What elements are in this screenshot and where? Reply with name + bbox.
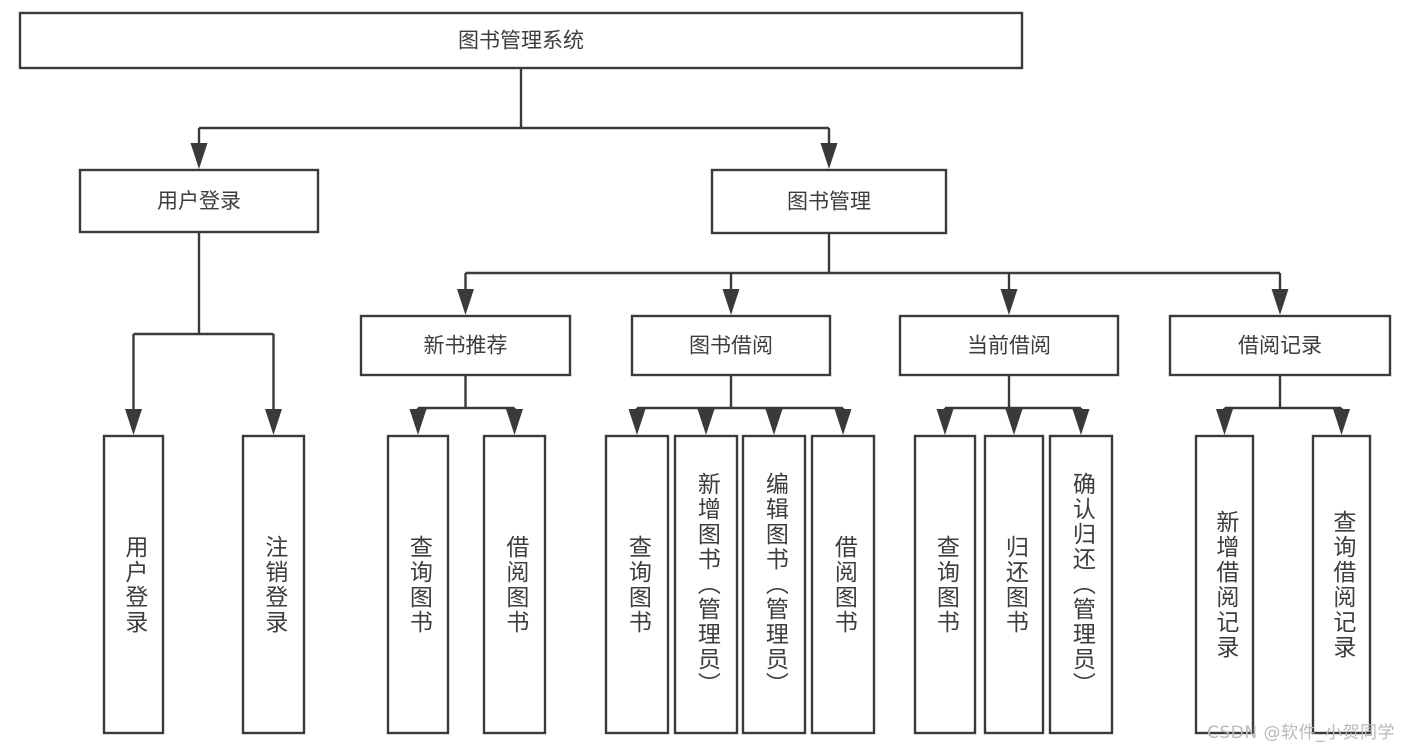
- arrow-head-records: [1271, 289, 1289, 315]
- arrow-head-records-1: [1216, 409, 1233, 435]
- arrow-head-records-2: [1333, 409, 1350, 435]
- arrow-head-login-2: [265, 409, 282, 435]
- node-box-login-1[interactable]: [102, 434, 165, 735]
- arrow-head-borrow-1: [628, 409, 646, 435]
- arrow-head-current: [1000, 289, 1018, 315]
- node-box-newbook-2[interactable]: [482, 434, 547, 735]
- node-box-layer: [18, 11, 1392, 735]
- node-label-login: 用户登录: [157, 189, 241, 213]
- node-label-newbook: 新书推荐: [424, 334, 508, 358]
- node-box-borrow-4[interactable]: [810, 434, 876, 735]
- node-box-newbook-1[interactable]: [386, 434, 450, 735]
- arrow-head-current-1: [936, 409, 954, 435]
- node-box-current-1[interactable]: [913, 434, 977, 735]
- arrow-head-newbook-2: [506, 409, 523, 435]
- node-box-root[interactable]: [18, 11, 1024, 70]
- arrow-head-current-3: [1072, 409, 1090, 435]
- node-box-bookmgmt[interactable]: [710, 168, 948, 235]
- node-box-borrow-2[interactable]: [673, 434, 739, 735]
- node-label-current: 当前借阅: [967, 334, 1051, 358]
- arrow-head-bookmgmt: [820, 143, 838, 169]
- node-box-login[interactable]: [78, 168, 320, 234]
- arrow-head-borrow-3: [765, 409, 783, 435]
- node-box-newbook[interactable]: [359, 314, 572, 377]
- node-box-login-2[interactable]: [241, 434, 306, 735]
- node-label-borrow: 图书借阅: [689, 334, 773, 358]
- node-box-current-3[interactable]: [1048, 434, 1114, 735]
- node-box-records[interactable]: [1168, 314, 1392, 377]
- arrow-head-borrow-2: [697, 409, 715, 435]
- arrow-head-borrow: [722, 289, 740, 315]
- node-box-records-1[interactable]: [1194, 434, 1255, 735]
- node-label-records: 借阅记录: [1238, 334, 1322, 358]
- arrow-head-current-2: [1005, 409, 1023, 435]
- arrow-head-newbook-1: [409, 409, 427, 435]
- node-box-records-2[interactable]: [1311, 434, 1372, 735]
- arrow-head-newbook: [457, 289, 474, 315]
- node-box-current-2[interactable]: [983, 434, 1045, 735]
- arrow-head-login-1: [125, 409, 142, 435]
- node-label-bookmgmt: 图书管理: [787, 190, 871, 214]
- node-box-borrow[interactable]: [630, 314, 832, 377]
- arrow-head-borrow-4: [834, 409, 852, 435]
- watermark-text: CSDN @软件_小贺同学: [1207, 723, 1395, 743]
- connector-layer: [125, 68, 1350, 435]
- node-label-root: 图书管理系统: [458, 29, 584, 53]
- node-box-current[interactable]: [898, 314, 1120, 377]
- node-box-borrow-3[interactable]: [741, 434, 807, 735]
- arrow-head-login: [190, 143, 208, 169]
- node-box-borrow-1[interactable]: [604, 434, 670, 735]
